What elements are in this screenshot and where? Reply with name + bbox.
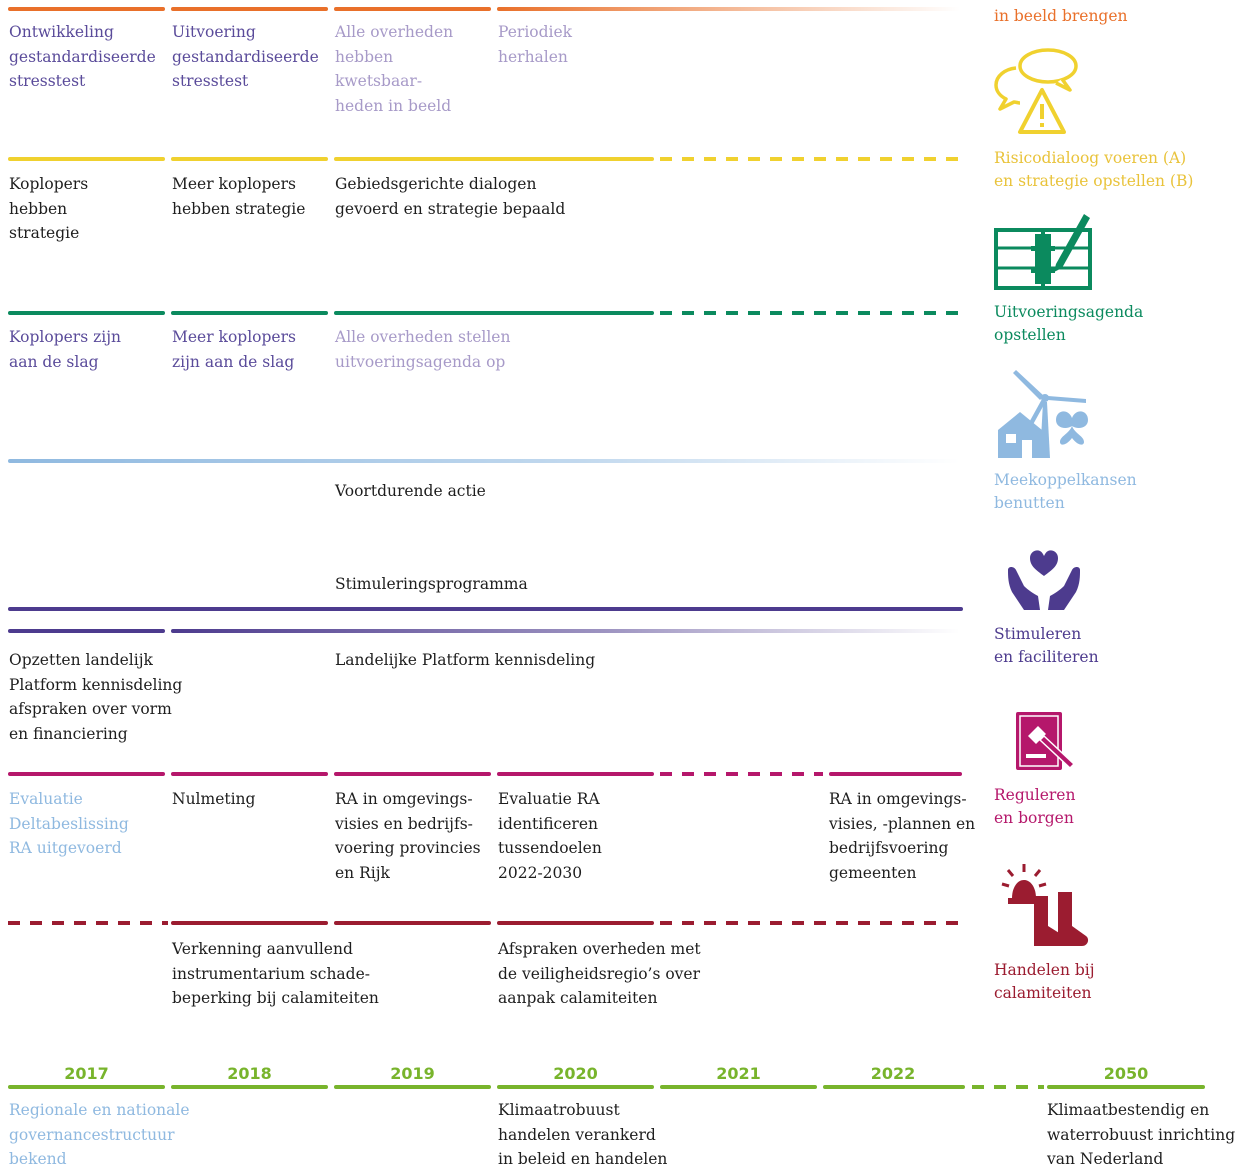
year-2022: 2022 (870, 1064, 916, 1083)
row7-category-label: Reguleren en borgen (994, 786, 1076, 827)
row4-category-label: Meekoppelkansen benutten (994, 471, 1137, 512)
row2-category-label: Risicodialoog voeren (A) en strategie op… (994, 149, 1194, 190)
row7-2022-text: RA in omgevings- visies, -plannen en bed… (829, 790, 976, 883)
year-2017: 2017 (64, 1064, 109, 1083)
row3-line-2019-2020 (334, 311, 654, 315)
row8-line-dashed (660, 921, 965, 925)
row3-line-dashed (660, 311, 962, 315)
timeline-line-2019 (334, 1085, 491, 1089)
year-2019: 2019 (390, 1064, 435, 1083)
row3-category-label: Uitvoeringsagenda opstellen (994, 303, 1144, 344)
row7-2020-text: Evaluatie RA identificeren tussendoelen … (498, 790, 602, 883)
row1-line-2017 (8, 7, 165, 11)
row8-2018-text: Verkenning aanvullend instrumentarium sc… (172, 940, 379, 1008)
law-book-gavel-icon (1016, 712, 1076, 770)
row6-line-2017 (8, 629, 165, 633)
agenda-book-pen-icon (994, 214, 1092, 290)
row8-line-2020 (497, 921, 654, 925)
row3-line-2018 (171, 311, 328, 315)
timeline-2050-text: Klimaatbestendig en waterrobuust inricht… (1047, 1101, 1236, 1169)
row2-2017-text: Koplopers hebben strategie (9, 175, 89, 243)
row4-line-fade (8, 459, 960, 463)
speech-bubbles-warning-icon (994, 48, 1078, 134)
row3-2019-text: Alle overheden stellen uitvoeringsagenda… (335, 328, 511, 371)
timeline-line-2050 (1047, 1085, 1205, 1089)
row7-2017-text: Evaluatie Deltabeslissing RA uitgevoerd (9, 790, 129, 858)
timeline-line-2017 (8, 1085, 165, 1089)
timeline-line-2020 (497, 1085, 654, 1089)
row5-category-label: Stimuleren en faciliteren (994, 625, 1099, 666)
year-2020: 2020 (553, 1064, 598, 1083)
row7-line-2019 (334, 772, 491, 776)
timeline-line-dashed (972, 1085, 1044, 1089)
row2-line-2018 (171, 157, 328, 161)
timeline-2020-text: Klimaatrobuust handelen verankerd in bel… (498, 1101, 668, 1169)
timeline-2017-text: Regionale en nationale governancestructu… (9, 1101, 190, 1169)
row7-2019-text: RA in omgevings- visies en bedrijfs- voe… (335, 790, 481, 883)
row7-2018-text: Nulmeting (172, 790, 256, 808)
row7-line-2020 (497, 772, 654, 776)
row2-2019-text: Gebiedsgerichte dialogen gevoerd en stra… (335, 175, 566, 218)
row3-line-2017 (8, 311, 165, 315)
row7-line-2022 (829, 772, 962, 776)
row8-line-2019 (334, 921, 491, 925)
row7-line-dashed (660, 772, 823, 776)
row2-line-dashed (660, 157, 962, 161)
row6-2019-text: Landelijke Platform kennisdeling (335, 651, 596, 669)
row6-2017-text: Opzetten landelijk Platform kennisdeling… (9, 651, 183, 744)
siren-boots-icon (1001, 864, 1089, 946)
row1-line-2019 (334, 7, 491, 11)
timeline-line-2018 (171, 1085, 328, 1089)
row8-line-dashed-2017 (8, 921, 168, 925)
row1-line-fade (497, 7, 960, 11)
row1-2020-text: Periodiek herhalen (498, 23, 573, 66)
row2-line-2019-2020 (334, 157, 654, 161)
row1-category-label: in beeld brengen (994, 7, 1128, 25)
year-2018: 2018 (227, 1064, 272, 1083)
row2-2018-text: Meer koplopers hebben strategie (172, 175, 306, 218)
row2-line-2017 (8, 157, 165, 161)
row1-2017-text: Ontwikkeling gestandardiseerde stresstes… (9, 23, 156, 91)
row3-2018-text: Meer koplopers zijn aan de slag (172, 328, 296, 371)
row7-line-2017 (8, 772, 165, 776)
timeline-line-2022 (823, 1085, 965, 1089)
row5-2019-text: Stimuleringsprogramma (335, 575, 528, 593)
row1-2019-text: Alle overheden hebben kwetsbaar- heden i… (335, 23, 454, 116)
year-2021: 2021 (716, 1064, 761, 1083)
row7-line-2018 (171, 772, 328, 776)
row4-2019-text: Voortdurende actie (335, 482, 486, 500)
row5-line-full (8, 607, 963, 611)
row1-2018-text: Uitvoering gestandardiseerde stresstest (172, 23, 319, 91)
year-2050: 2050 (1103, 1064, 1149, 1083)
row1-line-2018 (171, 7, 328, 11)
row8-category-label: Handelen bij calamiteiten (994, 961, 1095, 1002)
timeline-line-2021 (660, 1085, 817, 1089)
row3-2017-text: Koplopers zijn aan de slag (9, 328, 122, 371)
row8-line-2018 (171, 921, 328, 925)
hands-heart-icon (1008, 550, 1080, 610)
row8-2020-text: Afspraken overheden met de veiligheidsre… (498, 940, 701, 1008)
row6-line-fade (171, 629, 960, 633)
house-windmill-butterfly-icon (998, 370, 1088, 458)
